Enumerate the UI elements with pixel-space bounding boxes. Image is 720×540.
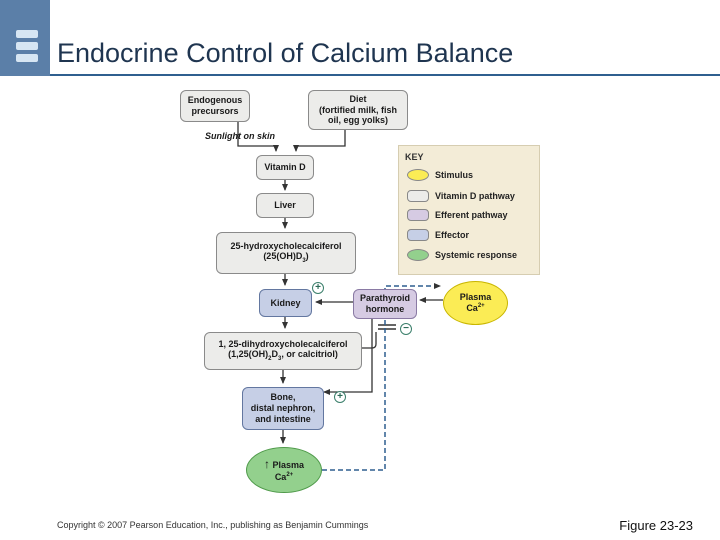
legend-label: Stimulus bbox=[435, 170, 474, 180]
plus-badge-pth-kidney: + bbox=[312, 282, 324, 294]
node-label: Plasma bbox=[272, 460, 305, 471]
formula-part: (1,25(OH) bbox=[228, 349, 269, 360]
node-label: 25-hydroxycholecalciferol bbox=[230, 240, 342, 251]
node-label: hormone bbox=[365, 304, 405, 314]
node-label: Endogenous bbox=[187, 95, 243, 106]
formula-part: , or calcitriol) bbox=[281, 349, 338, 360]
node-vitamin-d: Vitamin D bbox=[256, 155, 314, 180]
node-label: Bone, bbox=[270, 392, 296, 403]
node-formula: (25(OH)D3) bbox=[230, 251, 341, 265]
node-label: precursors bbox=[191, 106, 239, 116]
node-label: Parathyroid bbox=[359, 293, 410, 304]
node-label: distal nephron, bbox=[250, 403, 316, 414]
node-formula: Ca2+ bbox=[264, 472, 304, 483]
legend-swatch bbox=[407, 190, 429, 202]
legend-item-vitamin-d-pathway: Vitamin D pathway bbox=[407, 189, 515, 203]
legend-label: Efferent pathway bbox=[435, 210, 508, 220]
formula-part: Ca bbox=[274, 471, 287, 482]
inhibition-bar bbox=[378, 324, 396, 330]
sunlight-label: Sunlight on skin bbox=[205, 131, 275, 141]
node-label: Kidney bbox=[270, 297, 301, 308]
node-label: oil, egg yolks) bbox=[327, 115, 388, 126]
legend-item-efferent-pathway: Efferent pathway bbox=[407, 208, 508, 222]
arrow-endogenous-to-vitamin-d bbox=[237, 122, 279, 152]
formula-superscript: 2+ bbox=[286, 471, 294, 478]
increase-arrow-icon: ↑ bbox=[263, 457, 270, 472]
node-label: Vitamin D bbox=[264, 162, 306, 173]
minus-badge-pth-inhibition: − bbox=[400, 323, 412, 335]
node-formula: Ca2+ bbox=[460, 303, 492, 314]
node-formula: (1,25(OH)2D3, or calcitriol) bbox=[218, 349, 347, 363]
formula-part: ) bbox=[305, 251, 309, 262]
node-plasma-ca-response: ↑ Plasma Ca2+ bbox=[246, 447, 322, 493]
arrow-diet-to-vitamin-d bbox=[293, 130, 346, 152]
legend-swatch bbox=[407, 209, 429, 221]
figure-label: Figure 23-23 bbox=[619, 518, 693, 533]
node-label: Liver bbox=[274, 200, 296, 211]
node-label: 1, 25-dihydroxycholecalciferol bbox=[218, 338, 348, 349]
legend-item-stimulus: Stimulus bbox=[407, 168, 473, 182]
legend-item-effector: Effector bbox=[407, 228, 469, 242]
formula-part: Ca bbox=[466, 303, 478, 313]
node-bone-nephron-intestine: Bone, distal nephron, and intestine bbox=[242, 387, 324, 430]
node-label: ↑ Plasma bbox=[264, 457, 304, 471]
node-parathyroid-hormone: Parathyroid hormone bbox=[353, 289, 417, 319]
formula-superscript: 2+ bbox=[477, 303, 485, 309]
accent-stripe bbox=[16, 54, 38, 62]
legend-swatch bbox=[407, 229, 429, 241]
node-liver: Liver bbox=[256, 193, 314, 218]
legend-swatch bbox=[407, 249, 429, 261]
node-label: (fortified milk, fish bbox=[318, 104, 397, 115]
legend-label: Vitamin D pathway bbox=[435, 191, 515, 201]
node-label: Plasma bbox=[459, 292, 492, 303]
title-bar-accent bbox=[0, 0, 50, 76]
node-label: and intestine bbox=[255, 413, 311, 424]
formula-subscript: 2 bbox=[268, 356, 272, 363]
formula-subscript: 3 bbox=[278, 356, 282, 363]
formula-part: (25(OH)D bbox=[263, 251, 303, 262]
arrow-calcitriol-feedback bbox=[362, 332, 377, 349]
node-kidney: Kidney bbox=[259, 289, 312, 317]
node-25-hydroxycholecalciferol: 25-hydroxycholecalciferol (25(OH)D3) bbox=[216, 232, 356, 274]
legend-title: KEY bbox=[405, 152, 424, 162]
slide-title: Endocrine Control of Calcium Balance bbox=[57, 38, 514, 68]
formula-part: D bbox=[271, 349, 279, 360]
node-1-25-dihydroxycholecalciferol: 1, 25-dihydroxycholecalciferol (1,25(OH)… bbox=[204, 332, 362, 370]
node-endogenous-precursors: Endogenous precursors bbox=[180, 90, 250, 122]
legend-swatch bbox=[407, 169, 429, 181]
title-underline bbox=[50, 74, 720, 76]
node-label: Diet bbox=[349, 93, 367, 104]
node-plasma-ca-stimulus: Plasma Ca2+ bbox=[443, 281, 508, 325]
copyright-notice: Copyright © 2007 Pearson Education, Inc.… bbox=[57, 520, 369, 530]
legend-item-systemic-response: Systemic response bbox=[407, 248, 517, 262]
accent-stripe bbox=[16, 42, 38, 50]
legend-label: Systemic response bbox=[435, 250, 518, 260]
arrow-negative-feedback bbox=[322, 283, 441, 471]
legend-key: KEY Stimulus Vitamin D pathway Efferent … bbox=[398, 145, 540, 275]
accent-stripe bbox=[16, 30, 38, 38]
legend-label: Effector bbox=[435, 230, 470, 240]
formula-subscript: 3 bbox=[302, 258, 306, 265]
node-diet: Diet (fortified milk, fish oil, egg yolk… bbox=[308, 90, 408, 130]
plus-badge-pth-bone: + bbox=[334, 391, 346, 403]
